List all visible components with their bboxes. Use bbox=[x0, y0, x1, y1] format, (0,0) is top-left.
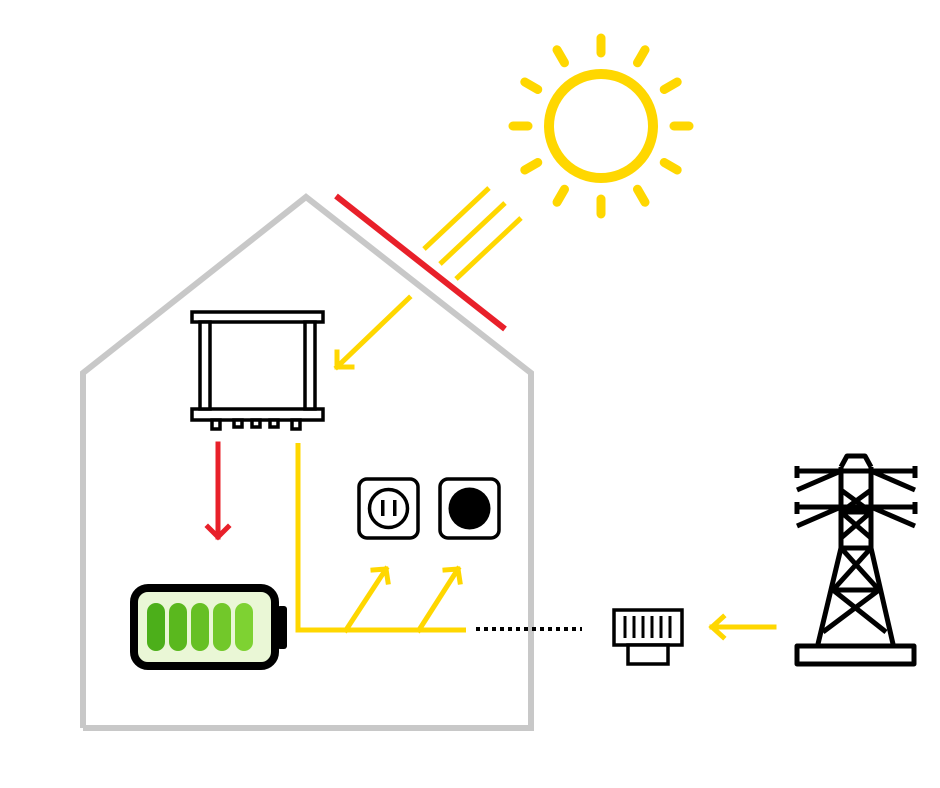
sun-ray bbox=[520, 77, 543, 94]
battery-cell bbox=[191, 603, 209, 651]
battery-cell bbox=[213, 603, 231, 651]
flow-to-appliance-arrow bbox=[415, 565, 463, 634]
house-outline bbox=[80, 193, 534, 731]
sun-ray bbox=[659, 158, 682, 175]
flow-panel-to-inverter-arrow bbox=[333, 294, 413, 371]
solar-panel bbox=[334, 193, 507, 332]
inverter-icon bbox=[190, 310, 325, 431]
sun-ray bbox=[552, 45, 569, 68]
flow-grid-to-meter-arrow bbox=[708, 613, 777, 641]
grid-meter-icon bbox=[612, 608, 684, 666]
appliance-icon bbox=[438, 477, 501, 540]
sun-rays-to-panel bbox=[422, 186, 523, 281]
flow-to-socket-arrow bbox=[342, 565, 391, 634]
flow-inverter-to-battery-arrow bbox=[204, 441, 232, 541]
sun-icon bbox=[508, 33, 694, 219]
sun-ray bbox=[633, 184, 650, 207]
sun-ray bbox=[520, 158, 543, 175]
house-wiring bbox=[295, 443, 466, 633]
power-socket-icon bbox=[357, 477, 420, 540]
battery-cell bbox=[235, 603, 253, 651]
sun-ray bbox=[659, 77, 682, 94]
sun-ray bbox=[633, 45, 650, 68]
sun-ray bbox=[552, 184, 569, 207]
battery-icon bbox=[130, 584, 287, 670]
battery-charge-cells bbox=[147, 603, 253, 651]
battery-cell bbox=[147, 603, 165, 651]
battery-cell bbox=[169, 603, 187, 651]
power-pylon-icon bbox=[794, 453, 918, 667]
